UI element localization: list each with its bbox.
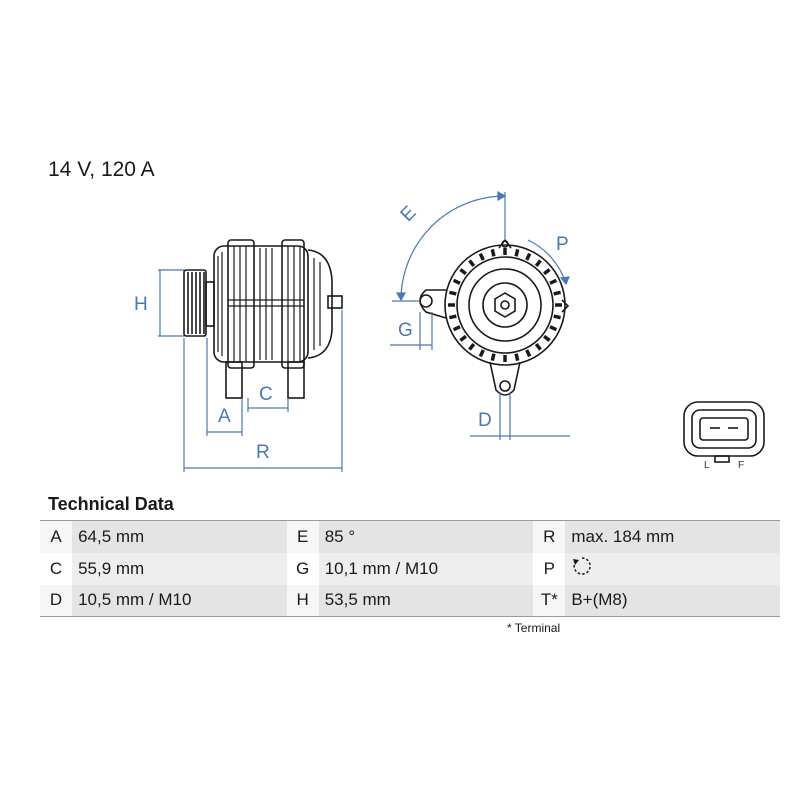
dimension-a-label: A [218,406,231,427]
vent-slot [459,268,467,276]
vent-slot [543,268,551,276]
vent-slot [490,353,496,361]
dimension-e-label: E [397,202,421,226]
spec-value: 64,5 mm [72,520,287,553]
alternator-front-view [419,238,570,396]
mounting-feet [225,361,305,399]
table-row: C 55,9 mm G 10,1 mm / M10 P [40,552,780,585]
voltage-current-spec: 14 V, 120 A [48,158,155,181]
table-row: A 64,5 mm E 85 ° R max. 184 mm [40,520,780,553]
dimension-g-label: G [398,320,413,341]
connector-pin-l-label: L [704,460,710,471]
spec-value: 85 ° [318,520,534,553]
vent-slot [525,349,532,358]
vent-slot [553,314,561,320]
spec-value: 10,1 mm / M10 [318,552,534,585]
spec-key: R [533,520,566,553]
vent-slot [452,325,461,332]
spec-value: max. 184 mm [565,520,780,553]
clockwise-rotation-icon [571,555,593,582]
spec-key: T* [533,584,566,617]
vent-slot [490,249,496,257]
spec-value: 10,5 mm / M10 [72,584,287,617]
dimension-d-label: D [478,410,492,431]
housing [213,239,343,369]
vent-slot [478,349,485,358]
vent-slot [549,278,558,285]
vent-slot [534,343,542,351]
vent-slot [459,334,467,342]
dimension-r-label: R [256,442,270,463]
vent-slot [534,259,542,267]
technical-data-heading: Technical Data [48,494,174,514]
spec-key: A [40,520,73,553]
spec-key: C [49,558,63,578]
vent-slot [452,278,461,285]
dimension-p-label: P [556,234,569,255]
vent-slot [478,252,485,261]
vent-slot [468,259,476,267]
spec-key: E [286,520,319,553]
spec-value: B+(M8) [565,584,780,617]
alternator-side-view [183,239,343,399]
side-view-dimensions [158,269,343,472]
terminal-footnote: * Terminal [507,621,561,635]
alternator-technical-drawing: H A C R E P G [134,190,765,472]
cooling-fins [217,246,321,362]
vent-slot [468,343,476,351]
vent-slot [449,314,457,320]
front-view-vent-slots [448,248,562,362]
vent-slot [514,249,520,257]
vent-slot [549,325,558,332]
vent-slot [543,334,551,342]
spec-key: P [543,558,555,578]
vent-slot [514,353,520,361]
pulley [183,269,215,337]
spec-value: 55,9 mm [72,552,287,585]
technical-data-table: A 64,5 mm E 85 ° R max. 184 mm C 55,9 mm… [40,520,780,617]
table-row: D 10,5 mm / M10 H 53,5 mm T* B+(M8) [40,584,780,617]
spec-key: H [286,584,319,617]
spec-value: 53,5 mm [318,584,534,617]
connector-pin-f-label: F [738,460,744,471]
dimension-h-label: H [134,294,148,315]
plug-connector-diagram [683,401,765,463]
spec-value-rotation [565,552,780,585]
spec-key: D [40,584,73,617]
front-view-dimensions [390,190,570,440]
dimension-c-label: C [259,384,273,405]
spec-key: G [296,558,310,578]
vent-slot [449,290,457,296]
vent-slot [553,290,561,296]
vent-slot [525,252,532,261]
